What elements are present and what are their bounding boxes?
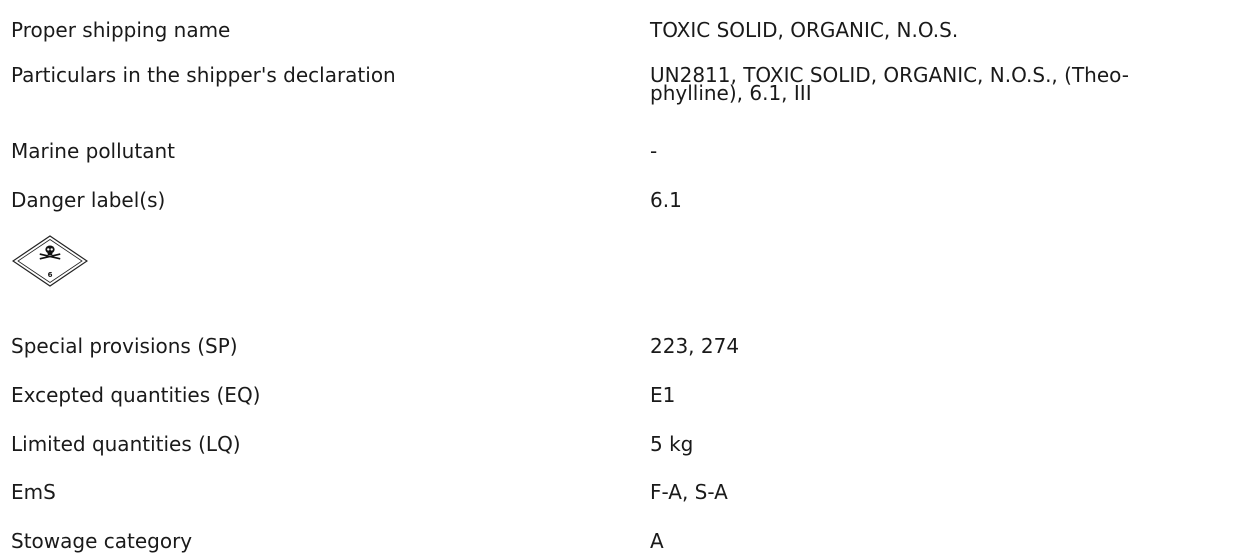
label-ems: EmS <box>11 480 56 504</box>
label-stowage-category: Stowage category <box>11 529 193 553</box>
value-marine-pollutant: - <box>650 139 658 163</box>
label-limited-quantities: Limited quantities (LQ) <box>11 432 241 456</box>
label-shipper-declaration: Particulars in the shipper's declaration <box>11 63 396 87</box>
value-proper-shipping-name: TOXIC SOLID, ORGANIC, N.O.S. <box>650 18 959 42</box>
value-excepted-quantities: E1 <box>650 383 676 407</box>
hazard-class-number: 6 <box>48 271 53 279</box>
value-shipper-declaration: UN2811, TOXIC SOLID, ORGANIC, N.O.S., (T… <box>650 63 1129 105</box>
label-proper-shipping-name: Proper shipping name <box>11 18 231 42</box>
value-stowage-category: A <box>650 529 664 553</box>
value-limited-quantities: 5 kg <box>650 432 694 456</box>
value-special-provisions: 223, 274 <box>650 334 740 358</box>
label-danger-labels: Danger label(s) <box>11 188 166 212</box>
value-danger-labels: 6.1 <box>650 188 682 212</box>
label-excepted-quantities: Excepted quantities (EQ) <box>11 383 261 407</box>
label-marine-pollutant: Marine pollutant <box>11 139 175 163</box>
value-ems: F-A, S-A <box>650 480 728 504</box>
label-special-provisions: Special provisions (SP) <box>11 334 238 358</box>
toxic-hazard-label-icon: 6 <box>11 235 89 287</box>
